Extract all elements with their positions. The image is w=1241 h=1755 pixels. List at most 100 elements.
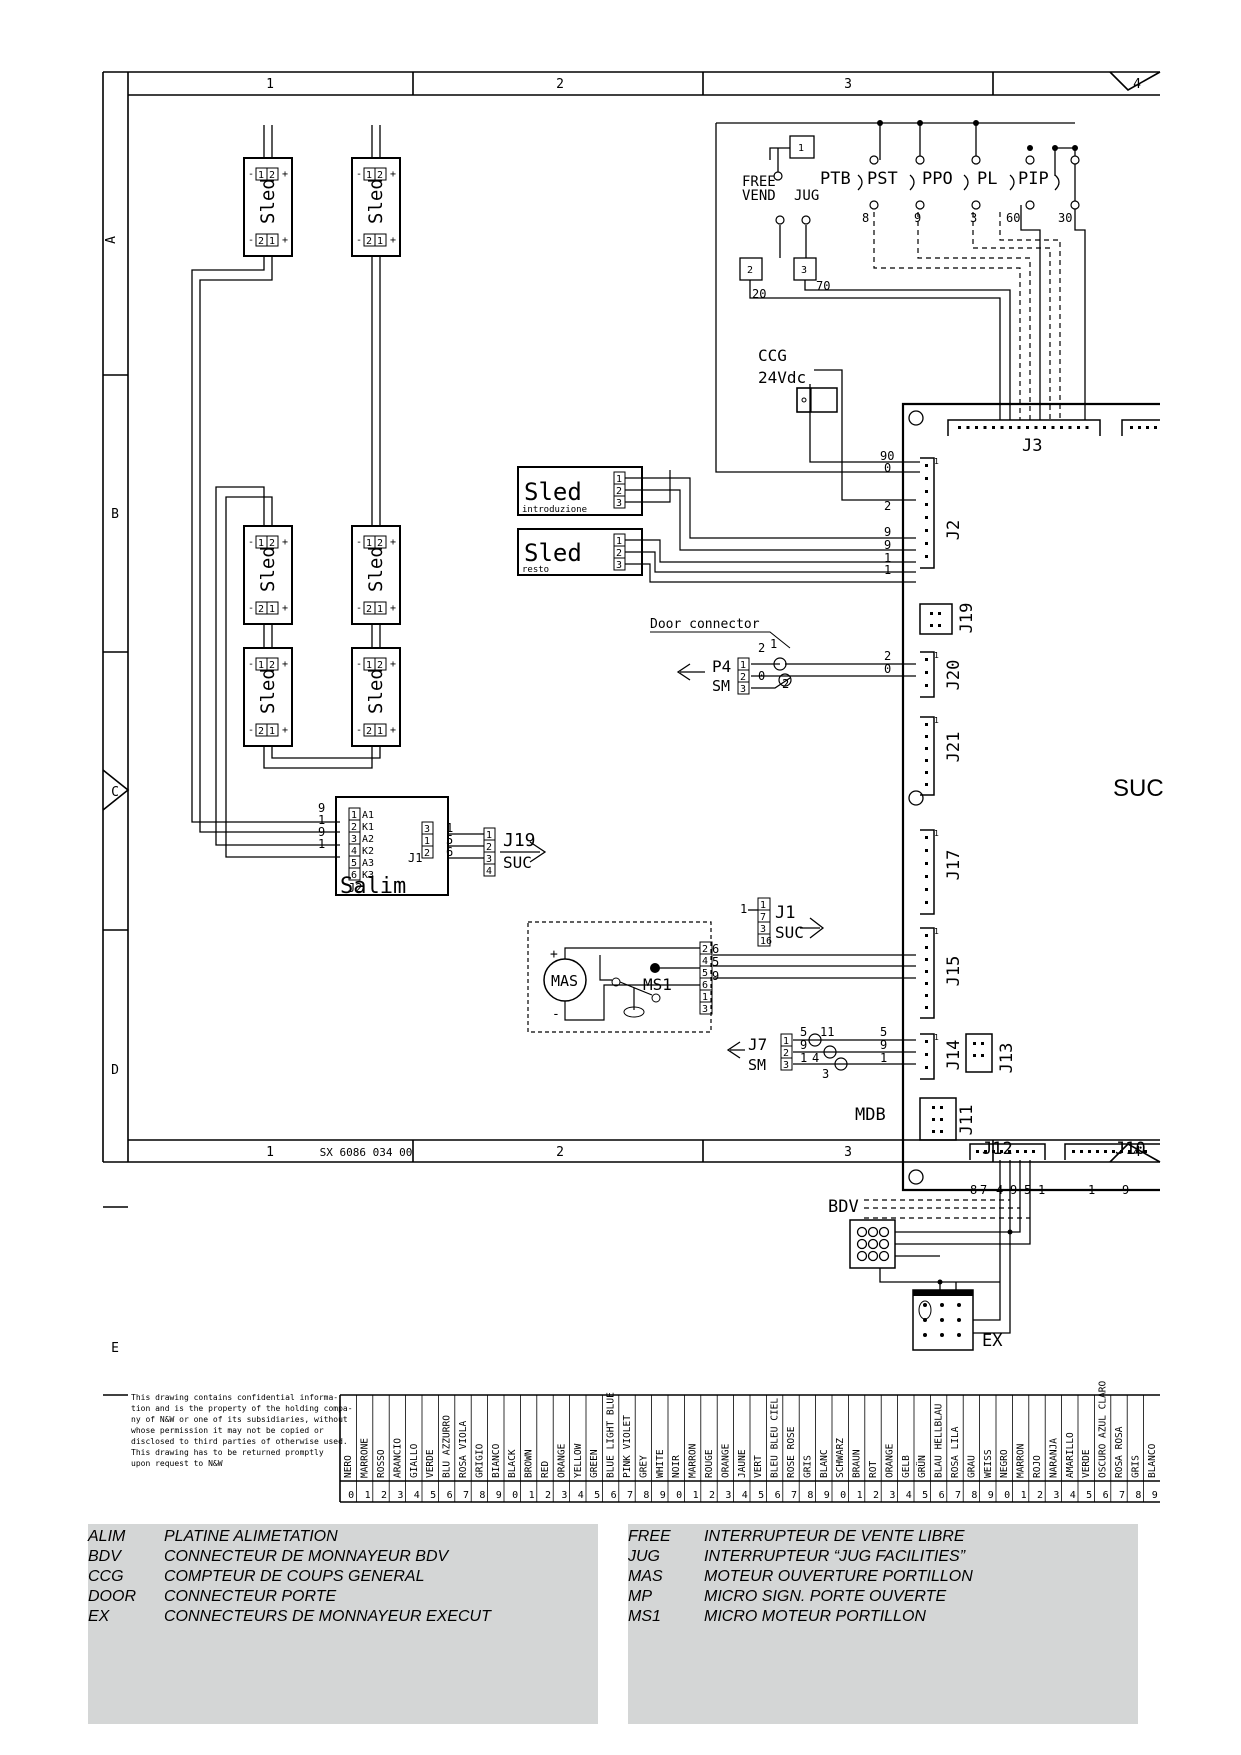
wire-number: 3 — [822, 1067, 829, 1081]
wire-number: 5 — [800, 1025, 807, 1039]
svg-text:2: 2 — [740, 672, 746, 683]
svg-text:7: 7 — [760, 912, 766, 923]
svg-text:1: 1 — [934, 829, 939, 838]
color-code-number: 5 — [922, 1490, 928, 1501]
note-line: whose permission it may not be copied or — [131, 1426, 324, 1435]
svg-text:2: 2 — [377, 170, 383, 181]
legend-abbreviation: CCG — [88, 1568, 124, 1585]
color-code-number: 0 — [840, 1490, 846, 1501]
svg-text:3: 3 — [702, 1004, 708, 1015]
ccg-counter — [796, 387, 838, 413]
svg-text:1: 1 — [934, 457, 939, 466]
wire-number: 9 — [800, 1038, 807, 1052]
svg-text:A1: A1 — [362, 810, 374, 821]
color-code-number: 5 — [594, 1490, 600, 1501]
color-code-name: ROSE ROSE — [786, 1426, 797, 1478]
svg-text:2: 2 — [269, 538, 275, 549]
legend-description: MOTEUR OUVERTURE PORTILLON — [704, 1568, 973, 1585]
svg-text:+: + — [390, 169, 396, 180]
svg-text:3: 3 — [486, 854, 492, 865]
svg-text:3: 3 — [760, 924, 766, 935]
svg-text:4: 4 — [702, 956, 708, 967]
wire-number: 8 — [862, 211, 869, 225]
svg-text:-: - — [552, 1007, 560, 1022]
sled-label: Sled — [257, 178, 279, 224]
j17-label: J17 — [944, 850, 964, 881]
svg-text:2: 2 — [366, 236, 372, 247]
color-code-name: BLAU HELLBLAU — [934, 1403, 945, 1478]
wire-number: 5 — [712, 955, 719, 969]
sled-label: Sled — [365, 546, 387, 592]
svg-text:4: 4 — [486, 866, 492, 877]
svg-text:Door connector: Door connector — [650, 617, 760, 632]
row-label-b: B — [111, 507, 119, 522]
svg-text:1: 1 — [258, 170, 264, 181]
svg-text:2: 2 — [702, 944, 708, 955]
color-code-name: GRÜN — [917, 1455, 928, 1478]
ppo-label: PPO — [922, 169, 953, 189]
wire-number: 1 — [884, 563, 891, 577]
color-code-number: 1 — [529, 1490, 535, 1501]
wire-number: 9 — [884, 538, 891, 552]
svg-text:1: 1 — [740, 660, 746, 671]
color-code-number: 2 — [381, 1490, 387, 1501]
color-code-name: MARRONE — [360, 1438, 371, 1478]
color-code-number: 7 — [955, 1490, 961, 1501]
color-code-number: 3 — [397, 1490, 403, 1501]
color-code-number: 5 — [1086, 1490, 1092, 1501]
j7-sm-connector: 123 J7 SM — [726, 1033, 916, 1074]
color-code-number: 2 — [709, 1490, 715, 1501]
color-code-name: ROUGE — [704, 1449, 715, 1478]
sled-label: Sled — [365, 668, 387, 714]
svg-text:-: - — [356, 603, 362, 614]
color-code-name: GRIGIO — [474, 1443, 485, 1478]
color-code-name: BLACK — [507, 1449, 518, 1478]
color-code-name: BLEU BLEU CIEL — [770, 1398, 781, 1478]
wire-number: 1 — [884, 551, 891, 565]
color-code-name: ROJO — [1032, 1455, 1043, 1478]
dashed-wiring — [864, 212, 1061, 1219]
color-code-name: VERDE — [1081, 1449, 1092, 1478]
color-code-name: BLANC — [819, 1449, 830, 1478]
svg-text:1: 1 — [616, 474, 622, 485]
legend-description: INTERRUPTEUR “JUG FACILITIES” — [704, 1548, 966, 1565]
board-connector — [965, 1033, 993, 1073]
legend-abbreviation: ALIM — [88, 1528, 126, 1545]
color-code-name: BLUE LIGHT BLUE — [606, 1392, 617, 1478]
j15-label: J15 — [944, 956, 964, 987]
wire-number: 5 — [1024, 1183, 1031, 1197]
svg-text:-: - — [248, 603, 254, 614]
svg-text:K1: K1 — [362, 822, 374, 833]
wire-number: 8 — [970, 1183, 977, 1197]
board-connector: 1 — [920, 1033, 939, 1080]
svg-text:+: + — [390, 235, 396, 246]
svg-text:1: 1 — [783, 1036, 789, 1047]
row-label-e: E — [111, 1341, 119, 1356]
bdv-label: BDV — [828, 1197, 859, 1217]
svg-text:3: 3 — [801, 265, 807, 276]
column-label-1-bottom: 1 — [266, 1145, 274, 1160]
row-label-a: A — [104, 236, 119, 244]
color-code-name: GREEN — [589, 1449, 600, 1478]
svg-text:A3: A3 — [362, 858, 374, 869]
svg-text:2: 2 — [783, 1048, 789, 1059]
suc-board-label: SUC — [1113, 775, 1164, 802]
wire-number: 6 — [712, 942, 719, 956]
wire-number: 9 — [914, 211, 921, 225]
svg-text:1: 1 — [269, 604, 275, 615]
svg-text:-: - — [356, 725, 362, 736]
wire-number: 9 — [1122, 1183, 1129, 1197]
sled-resto: Sled resto — [517, 528, 643, 576]
color-code-name: AMARILLO — [1065, 1432, 1076, 1478]
color-code-name: PINK VIOLET — [622, 1415, 633, 1478]
board-connector: 1 — [920, 457, 939, 569]
wire-number: 1 — [1088, 1183, 1095, 1197]
color-code-number: 9 — [1152, 1490, 1158, 1501]
row-c-mark — [102, 769, 130, 811]
color-code-number: 6 — [1103, 1490, 1109, 1501]
